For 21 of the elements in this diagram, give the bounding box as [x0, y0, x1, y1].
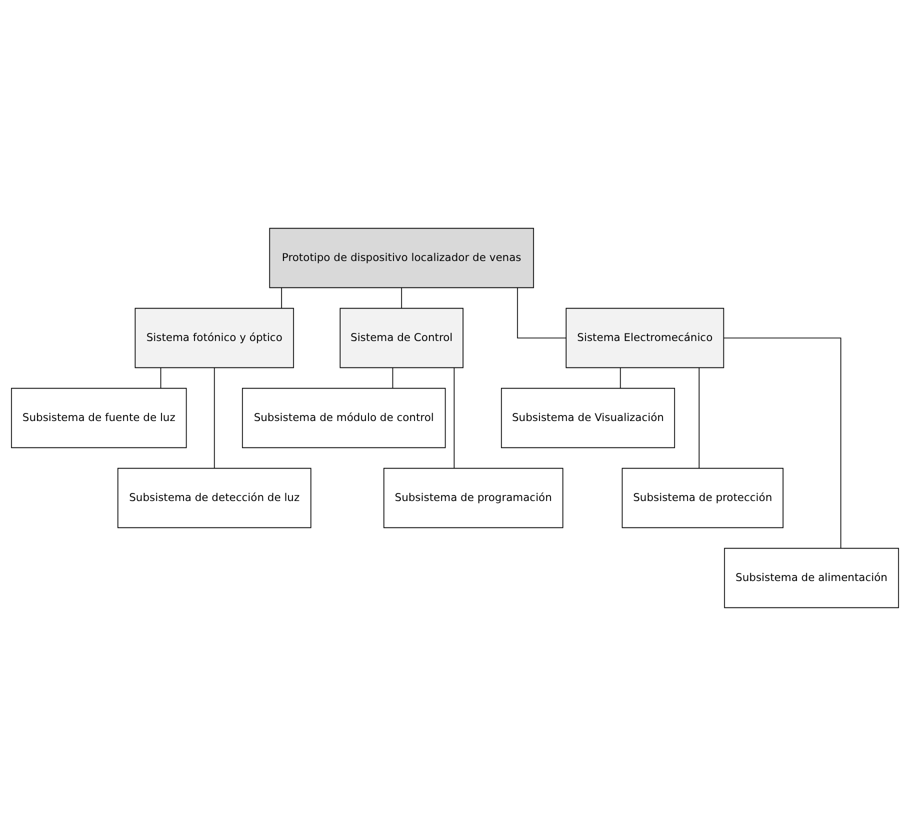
node-box: Subsistema de alimentación — [724, 548, 899, 608]
connector — [160, 367, 162, 389]
connector — [698, 367, 700, 469]
node-box: Subsistema de protección — [622, 468, 784, 528]
connector — [214, 367, 215, 469]
connector — [392, 367, 394, 389]
connector — [281, 287, 282, 309]
connector — [620, 367, 621, 389]
node-box: Subsistema de Visualización — [500, 388, 676, 448]
node-box: Subsistema de programación — [383, 468, 564, 528]
connector — [401, 287, 402, 309]
node-box: Subsistema de módulo de control — [242, 388, 446, 448]
node-box: Sistema de Control — [340, 308, 464, 368]
connector — [517, 287, 566, 338]
node-box: Sistema fotónico y óptico — [134, 308, 294, 368]
node-box: Subsistema de fuente de luz — [11, 388, 187, 448]
connector — [454, 367, 455, 469]
node-box: Sistema Electromecánico — [566, 308, 724, 368]
node-box: Subsistema de detección de luz — [117, 468, 312, 528]
node-box: Prototipo de dispositivo localizador de venas — [269, 228, 534, 288]
connector — [723, 338, 842, 548]
